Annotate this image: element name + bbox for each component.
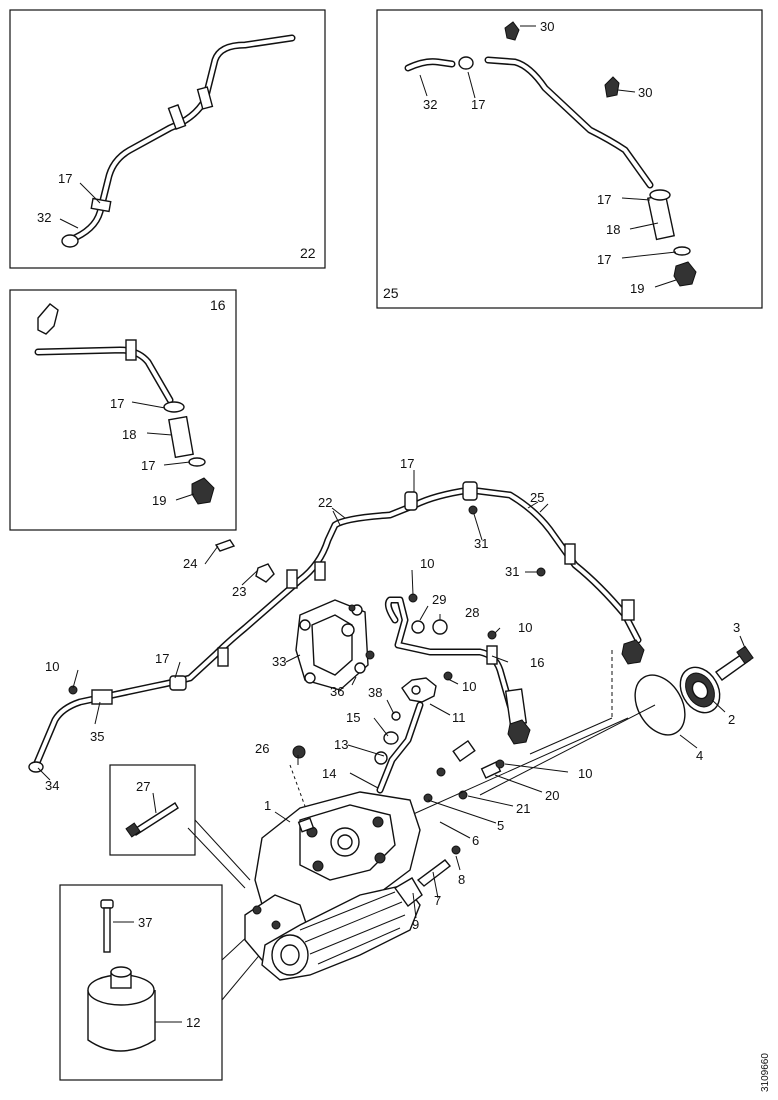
main-pipes — [28, 481, 645, 773]
callout-33: 33 — [272, 654, 286, 669]
callout-24: 24 — [183, 556, 197, 571]
callout-21: 21 — [516, 801, 530, 816]
callout-32b: 32 — [423, 97, 437, 112]
callout-5: 5 — [497, 818, 504, 833]
main-callouts: 17 22 25 31 31 24 23 10 29 28 10 16 33 3… — [37, 456, 746, 932]
callout-30a: 30 — [540, 19, 554, 34]
callout-20: 20 — [545, 788, 559, 803]
callout-17-main-a: 17 — [400, 456, 414, 471]
inset-16-label: 16 — [210, 297, 226, 313]
callout-8: 8 — [458, 872, 465, 887]
callout-23: 23 — [232, 584, 246, 599]
callout-10-e: 10 — [578, 766, 592, 781]
callout-17e: 17 — [110, 396, 124, 411]
inset-37-12: 37 12 — [59, 884, 223, 1081]
callout-4: 4 — [696, 748, 703, 763]
callout-36: 36 — [330, 684, 344, 699]
callout-6: 6 — [472, 833, 479, 848]
callout-10-b: 10 — [518, 620, 532, 635]
callout-27: 27 — [136, 779, 150, 794]
callout-11: 11 — [452, 710, 466, 725]
callout-10-d: 10 — [462, 679, 476, 694]
callout-18b: 18 — [606, 222, 620, 237]
callout-32: 32 — [37, 210, 51, 225]
callout-22-main: 22 — [318, 495, 332, 510]
callout-38: 38 — [368, 685, 382, 700]
callout-19b: 19 — [630, 281, 644, 296]
callout-29: 29 — [432, 592, 446, 607]
callout-25-main: 25 — [530, 490, 544, 505]
callout-17-main-b: 17 — [155, 651, 169, 666]
callout-30b: 30 — [638, 85, 652, 100]
callout-34: 34 — [45, 778, 59, 793]
callout-17c: 17 — [597, 192, 611, 207]
inset-25: 30 30 32 17 17 18 17 19 25 — [376, 9, 763, 309]
callout-15: 15 — [346, 710, 360, 725]
callout-1: 1 — [264, 798, 271, 813]
callout-18c: 18 — [122, 427, 136, 442]
pump-body — [244, 791, 423, 981]
pipe-16 — [384, 596, 531, 745]
callout-17: 17 — [58, 171, 72, 186]
callout-35: 35 — [90, 729, 104, 744]
callout-26: 26 — [255, 741, 269, 756]
callout-3: 3 — [733, 620, 740, 635]
callout-13: 13 — [334, 737, 348, 752]
callout-28: 28 — [465, 605, 479, 620]
callout-10-c: 10 — [45, 659, 59, 674]
callout-31-b: 31 — [505, 564, 519, 579]
inset-27: 27 — [109, 764, 196, 856]
inset-16: 17 18 17 19 16 — [9, 289, 237, 531]
inset-22: 17 32 22 — [9, 9, 326, 269]
callout-19c: 19 — [152, 493, 166, 508]
document-reference: 3109660 — [760, 1053, 771, 1092]
inset-22-label: 22 — [300, 245, 316, 261]
callout-17b: 17 — [471, 97, 485, 112]
callout-37: 37 — [138, 915, 152, 930]
callout-12: 12 — [186, 1015, 200, 1030]
flange-33 — [295, 599, 375, 691]
callout-9: 9 — [412, 917, 419, 932]
callout-7: 7 — [434, 893, 441, 908]
callout-10-a: 10 — [420, 556, 434, 571]
callout-2: 2 — [728, 712, 735, 727]
callout-31-a: 31 — [474, 536, 488, 551]
pump-gear — [634, 645, 754, 736]
callout-17f: 17 — [141, 458, 155, 473]
callout-16-main: 16 — [530, 655, 544, 670]
callout-14: 14 — [322, 766, 336, 781]
callout-17d: 17 — [597, 252, 611, 267]
inset-25-label: 25 — [383, 285, 399, 301]
